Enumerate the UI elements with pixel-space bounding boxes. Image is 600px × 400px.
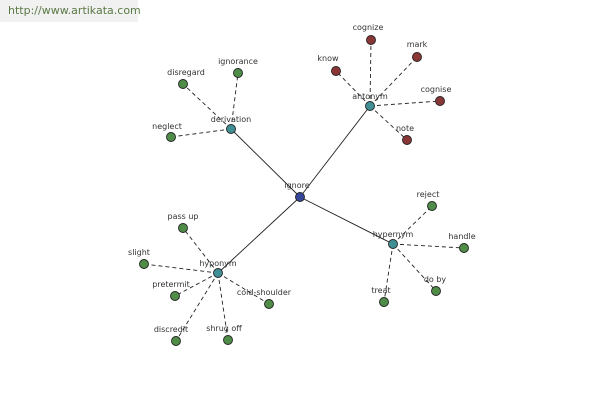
word-node-disregard[interactable] [178, 79, 188, 89]
word-node-pass-up[interactable] [178, 223, 188, 233]
relation-node-hypernym [388, 239, 398, 249]
center-word-label[interactable]: ignore [284, 181, 309, 190]
edge-hypernym-reject [392, 205, 433, 245]
relation-label-antonym: antonym [352, 92, 388, 101]
edge-hyponym-shrug-off [217, 272, 229, 341]
edge-ignore-derivation [230, 128, 301, 198]
relation-node-antonym [365, 101, 375, 111]
edge-ignore-hyponym [217, 196, 301, 274]
word-label-do-by[interactable]: do by [424, 275, 447, 284]
edge-derivation-disregard [182, 83, 232, 130]
edge-antonym-know [335, 70, 371, 107]
edge-derivation-ignorance [230, 72, 239, 130]
word-label-neglect[interactable]: neglect [152, 122, 182, 131]
word-label-mark[interactable]: mark [407, 40, 428, 49]
word-node-cognize[interactable] [366, 35, 376, 45]
word-node-slight[interactable] [139, 259, 149, 269]
edge-derivation-neglect [170, 128, 232, 138]
word-node-reject[interactable] [427, 201, 437, 211]
word-label-reject[interactable]: reject [417, 190, 440, 199]
word-node-cold-shoulder[interactable] [264, 299, 274, 309]
word-node-mark[interactable] [412, 52, 422, 62]
edge-hypernym-handle [392, 243, 465, 249]
relation-label-derivation: derivation [211, 115, 251, 124]
word-label-slight[interactable]: slight [128, 248, 150, 257]
word-label-disregard[interactable]: disregard [167, 68, 205, 77]
center-word-node[interactable] [295, 192, 305, 202]
relation-label-hyponym: hyponym [199, 259, 237, 268]
word-node-discredit[interactable] [171, 336, 181, 346]
word-node-know[interactable] [331, 66, 341, 76]
word-label-treat[interactable]: treat [371, 286, 390, 295]
edge-hyponym-discredit [175, 272, 219, 342]
site-url-banner: http://www.artikata.com [0, 0, 141, 22]
word-label-pretermit[interactable]: pretermit [152, 280, 189, 289]
edge-antonym-mark [369, 56, 418, 107]
relation-node-hyponym [213, 268, 223, 278]
word-label-shrug-off[interactable]: shrug off [206, 324, 242, 333]
word-label-know[interactable]: know [317, 54, 339, 63]
edge-hyponym-pass-up [182, 227, 219, 274]
word-node-shrug-off[interactable] [223, 335, 233, 345]
word-node-note[interactable] [402, 135, 412, 145]
word-label-note[interactable]: note [396, 124, 414, 133]
relation-node-derivation [226, 124, 236, 134]
word-node-cognise[interactable] [435, 96, 445, 106]
word-node-pretermit[interactable] [170, 291, 180, 301]
word-node-neglect[interactable] [166, 132, 176, 142]
nodes-layer [139, 35, 469, 346]
word-node-ignorance[interactable] [233, 68, 243, 78]
edge-ignore-hypernym [299, 196, 394, 245]
word-node-do-by[interactable] [431, 286, 441, 296]
edges-layer [143, 39, 465, 342]
relation-label-hypernym: hypernym [373, 230, 414, 239]
word-label-pass-up[interactable]: pass up [167, 212, 198, 221]
word-node-handle[interactable] [459, 243, 469, 253]
word-label-handle[interactable]: handle [448, 232, 475, 241]
word-label-discredit[interactable]: discredit [154, 325, 188, 334]
site-url-text[interactable]: http://www.artikata.com [8, 4, 141, 17]
edge-hyponym-slight [143, 263, 219, 274]
word-label-ignorance[interactable]: ignorance [218, 57, 258, 66]
labels-layer: disregard ignorance neglect derivation cogni… [128, 23, 476, 334]
edge-hyponym-pretermit [174, 272, 219, 297]
word-label-cognize[interactable]: cognize [353, 23, 384, 32]
edge-antonym-cognise [369, 100, 441, 107]
word-node-treat[interactable] [379, 297, 389, 307]
edge-ignore-antonym [299, 105, 371, 198]
edge-antonym-note [369, 105, 408, 141]
word-label-cold-shoulder[interactable]: cold-shoulder [237, 288, 292, 297]
word-label-cognise[interactable]: cognise [421, 85, 452, 94]
edge-hypernym-do-by [392, 243, 437, 292]
edge-hyponym-cold-shoulder [217, 272, 270, 305]
edge-hypernym-treat [383, 243, 394, 303]
